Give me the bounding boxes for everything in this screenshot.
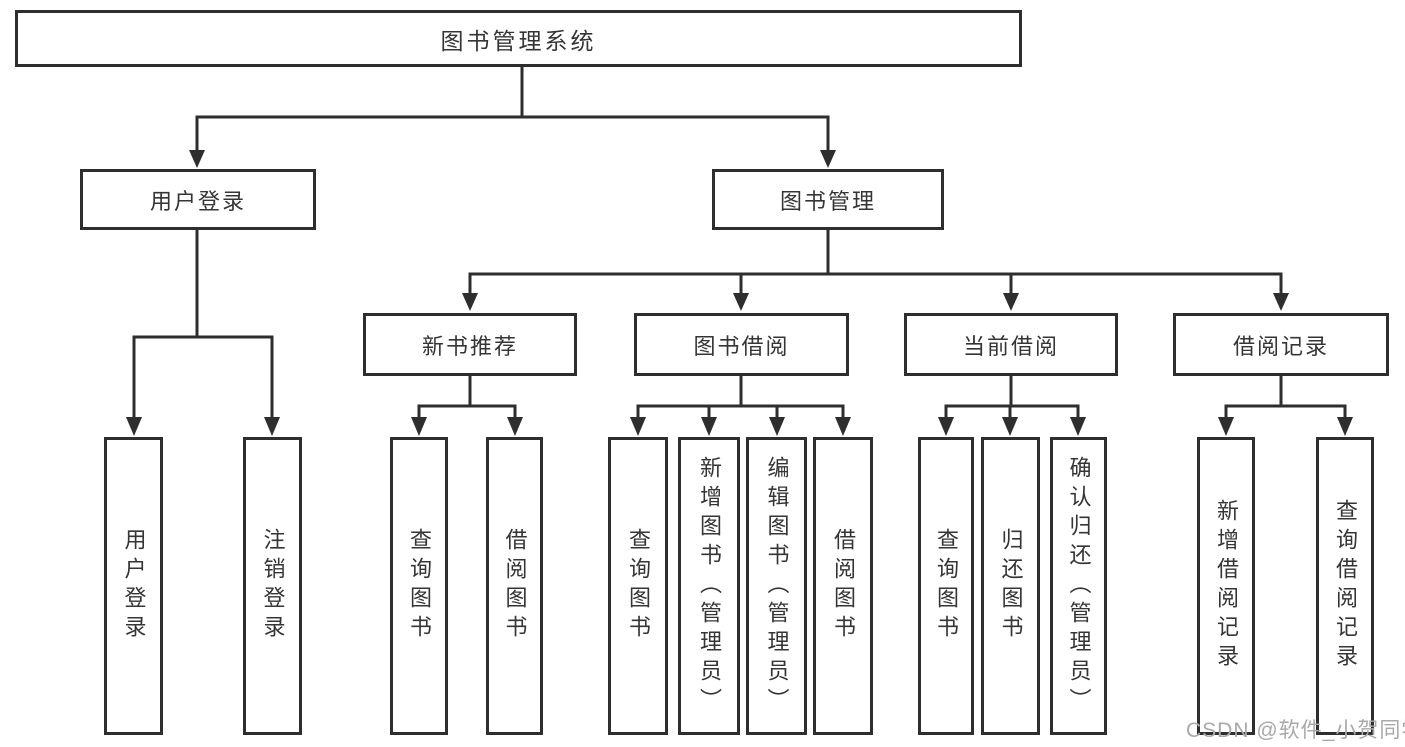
leaf-add-borrow-record: 新增借阅记录: [1197, 437, 1255, 735]
leaf-query-books-recommend: 查询图书: [390, 437, 448, 735]
leaf-borrow-books: 借阅图书: [813, 437, 873, 735]
leaf-query-books-recommend-label: 查询图书: [407, 528, 432, 644]
node-current-borrow-label: 当前借阅: [962, 333, 1059, 359]
node-book-borrow: 图书借阅: [634, 313, 849, 376]
connector-user-login-split: [132, 229, 274, 420]
watermark: CSDN @软件_小贺同学: [1186, 719, 1405, 742]
node-book-management-label: 图书管理: [779, 188, 876, 214]
leaf-borrow-books-recommend-label: 借阅图书: [502, 528, 528, 644]
leaf-query-books-borrow-label: 查询图书: [626, 528, 651, 644]
leaf-return-books-label: 归还图书: [998, 528, 1024, 644]
leaf-query-books-current: 查询图书: [918, 437, 974, 735]
node-new-book-recommend: 新书推荐: [363, 313, 577, 376]
connector-borrow-records-split: [1224, 375, 1347, 420]
leaf-edit-book-admin-label: 编辑图书（管理员）: [764, 455, 790, 717]
connector-current-borrow-split: [944, 375, 1080, 420]
leaf-query-borrow-record-label: 查询借阅记录: [1333, 499, 1358, 673]
node-new-book-recommend-label: 新书推荐: [421, 333, 518, 359]
connector-book-management-split: [468, 229, 1283, 295]
leaf-query-borrow-record: 查询借阅记录: [1316, 437, 1374, 735]
node-book-management: 图书管理: [712, 169, 944, 230]
leaf-add-book-admin-label: 新增图书（管理员）: [697, 455, 722, 717]
leaf-logout: 注销登录: [243, 437, 302, 735]
connector-new-book-split: [417, 375, 517, 420]
connector-root-split: [195, 66, 830, 151]
leaf-confirm-return-admin: 确认归还（管理员）: [1050, 437, 1107, 735]
leaf-add-borrow-record-label: 新增借阅记录: [1214, 499, 1239, 673]
leaf-borrow-books-recommend: 借阅图书: [486, 437, 543, 735]
node-root-label: 图书管理系统: [440, 27, 597, 54]
node-root: 图书管理系统: [15, 10, 1022, 67]
node-user-login: 用户登录: [80, 169, 316, 230]
node-borrow-records-label: 借阅记录: [1232, 333, 1329, 359]
leaf-user-login: 用户登录: [104, 437, 163, 735]
node-borrow-records: 借阅记录: [1173, 313, 1389, 376]
leaf-confirm-return-admin-label: 确认归还（管理员）: [1066, 455, 1092, 717]
leaf-borrow-books-label: 借阅图书: [831, 528, 856, 644]
leaf-logout-label: 注销登录: [260, 528, 286, 644]
leaf-add-book-admin: 新增图书（管理员）: [678, 437, 740, 735]
leaf-query-books-current-label: 查询图书: [934, 528, 959, 644]
leaf-return-books: 归还图书: [981, 437, 1040, 735]
node-book-borrow-label: 图书借阅: [693, 333, 790, 359]
leaf-user-login-label: 用户登录: [121, 528, 147, 644]
connector-book-borrow-split: [636, 375, 845, 420]
leaf-query-books-borrow: 查询图书: [608, 437, 668, 735]
leaf-edit-book-admin: 编辑图书（管理员）: [746, 437, 807, 735]
node-user-login-label: 用户登录: [149, 188, 246, 214]
node-current-borrow: 当前借阅: [904, 313, 1118, 376]
